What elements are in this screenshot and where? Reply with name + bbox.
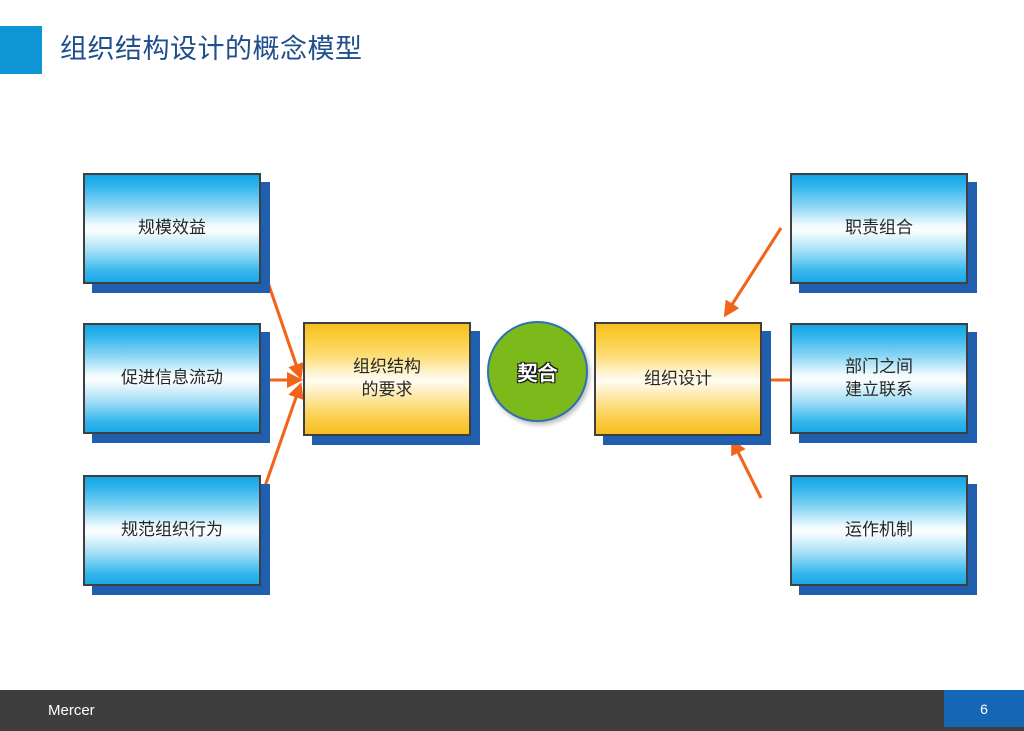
node-organization-design[interactable]: 组织设计 bbox=[594, 322, 762, 436]
title-accent-square bbox=[0, 26, 42, 74]
node-interdepartment-link[interactable]: 部门之间 建立联系 bbox=[790, 323, 968, 434]
node-operating-mechanism[interactable]: 运作机制 bbox=[790, 475, 968, 586]
node-scale-benefit-label: 规模效益 bbox=[138, 218, 206, 238]
node-structure-requirements-label: 组织结构 的要求 bbox=[353, 356, 421, 402]
node-fit-circle-label: 契合 bbox=[517, 361, 558, 385]
page-title: 组织结构设计的概念模型 bbox=[60, 34, 363, 65]
arrow-behavior-to-requirements bbox=[261, 382, 304, 493]
node-structure-requirements[interactable]: 组织结构 的要求 bbox=[303, 322, 471, 436]
page-number-block: 6 bbox=[944, 690, 1024, 727]
node-responsibility-combination[interactable]: 职责组合 bbox=[790, 173, 968, 284]
node-interdepartment-link-label: 部门之间 建立联系 bbox=[845, 356, 913, 402]
page-number: 6 bbox=[980, 700, 988, 717]
footer-brand: Mercer bbox=[48, 702, 95, 719]
node-scale-benefit[interactable]: 规模效益 bbox=[83, 173, 261, 284]
node-interdepartment-link-line1: 部门之间 bbox=[845, 356, 913, 377]
node-interdepartment-link-line2: 建立联系 bbox=[845, 379, 913, 400]
node-fit-circle[interactable]: 契合 bbox=[487, 321, 588, 422]
node-responsibility-combination-label: 职责组合 bbox=[845, 218, 913, 238]
arrow-mechanism-to-design bbox=[731, 438, 763, 499]
node-standardize-behavior[interactable]: 规范组织行为 bbox=[83, 475, 261, 586]
node-standardize-behavior-label: 规范组织行为 bbox=[121, 520, 223, 540]
arrow-scale-to-requirements bbox=[261, 267, 304, 380]
node-organization-design-label: 组织设计 bbox=[644, 368, 712, 389]
node-information-flow-label: 促进信息流动 bbox=[121, 368, 223, 388]
node-structure-requirements-line1: 组织结构 bbox=[353, 357, 421, 377]
concept-model-diagram: 规模效益 促进信息流动 规范组织行为 组织结构 的要求 组织设计 契合 职责组合… bbox=[83, 173, 968, 586]
arrow-responsibility-to-design bbox=[723, 227, 783, 318]
node-operating-mechanism-label: 运作机制 bbox=[845, 520, 913, 540]
node-structure-requirements-line2: 的要求 bbox=[361, 380, 413, 400]
node-information-flow[interactable]: 促进信息流动 bbox=[83, 323, 261, 434]
footer-bar bbox=[0, 690, 1024, 731]
